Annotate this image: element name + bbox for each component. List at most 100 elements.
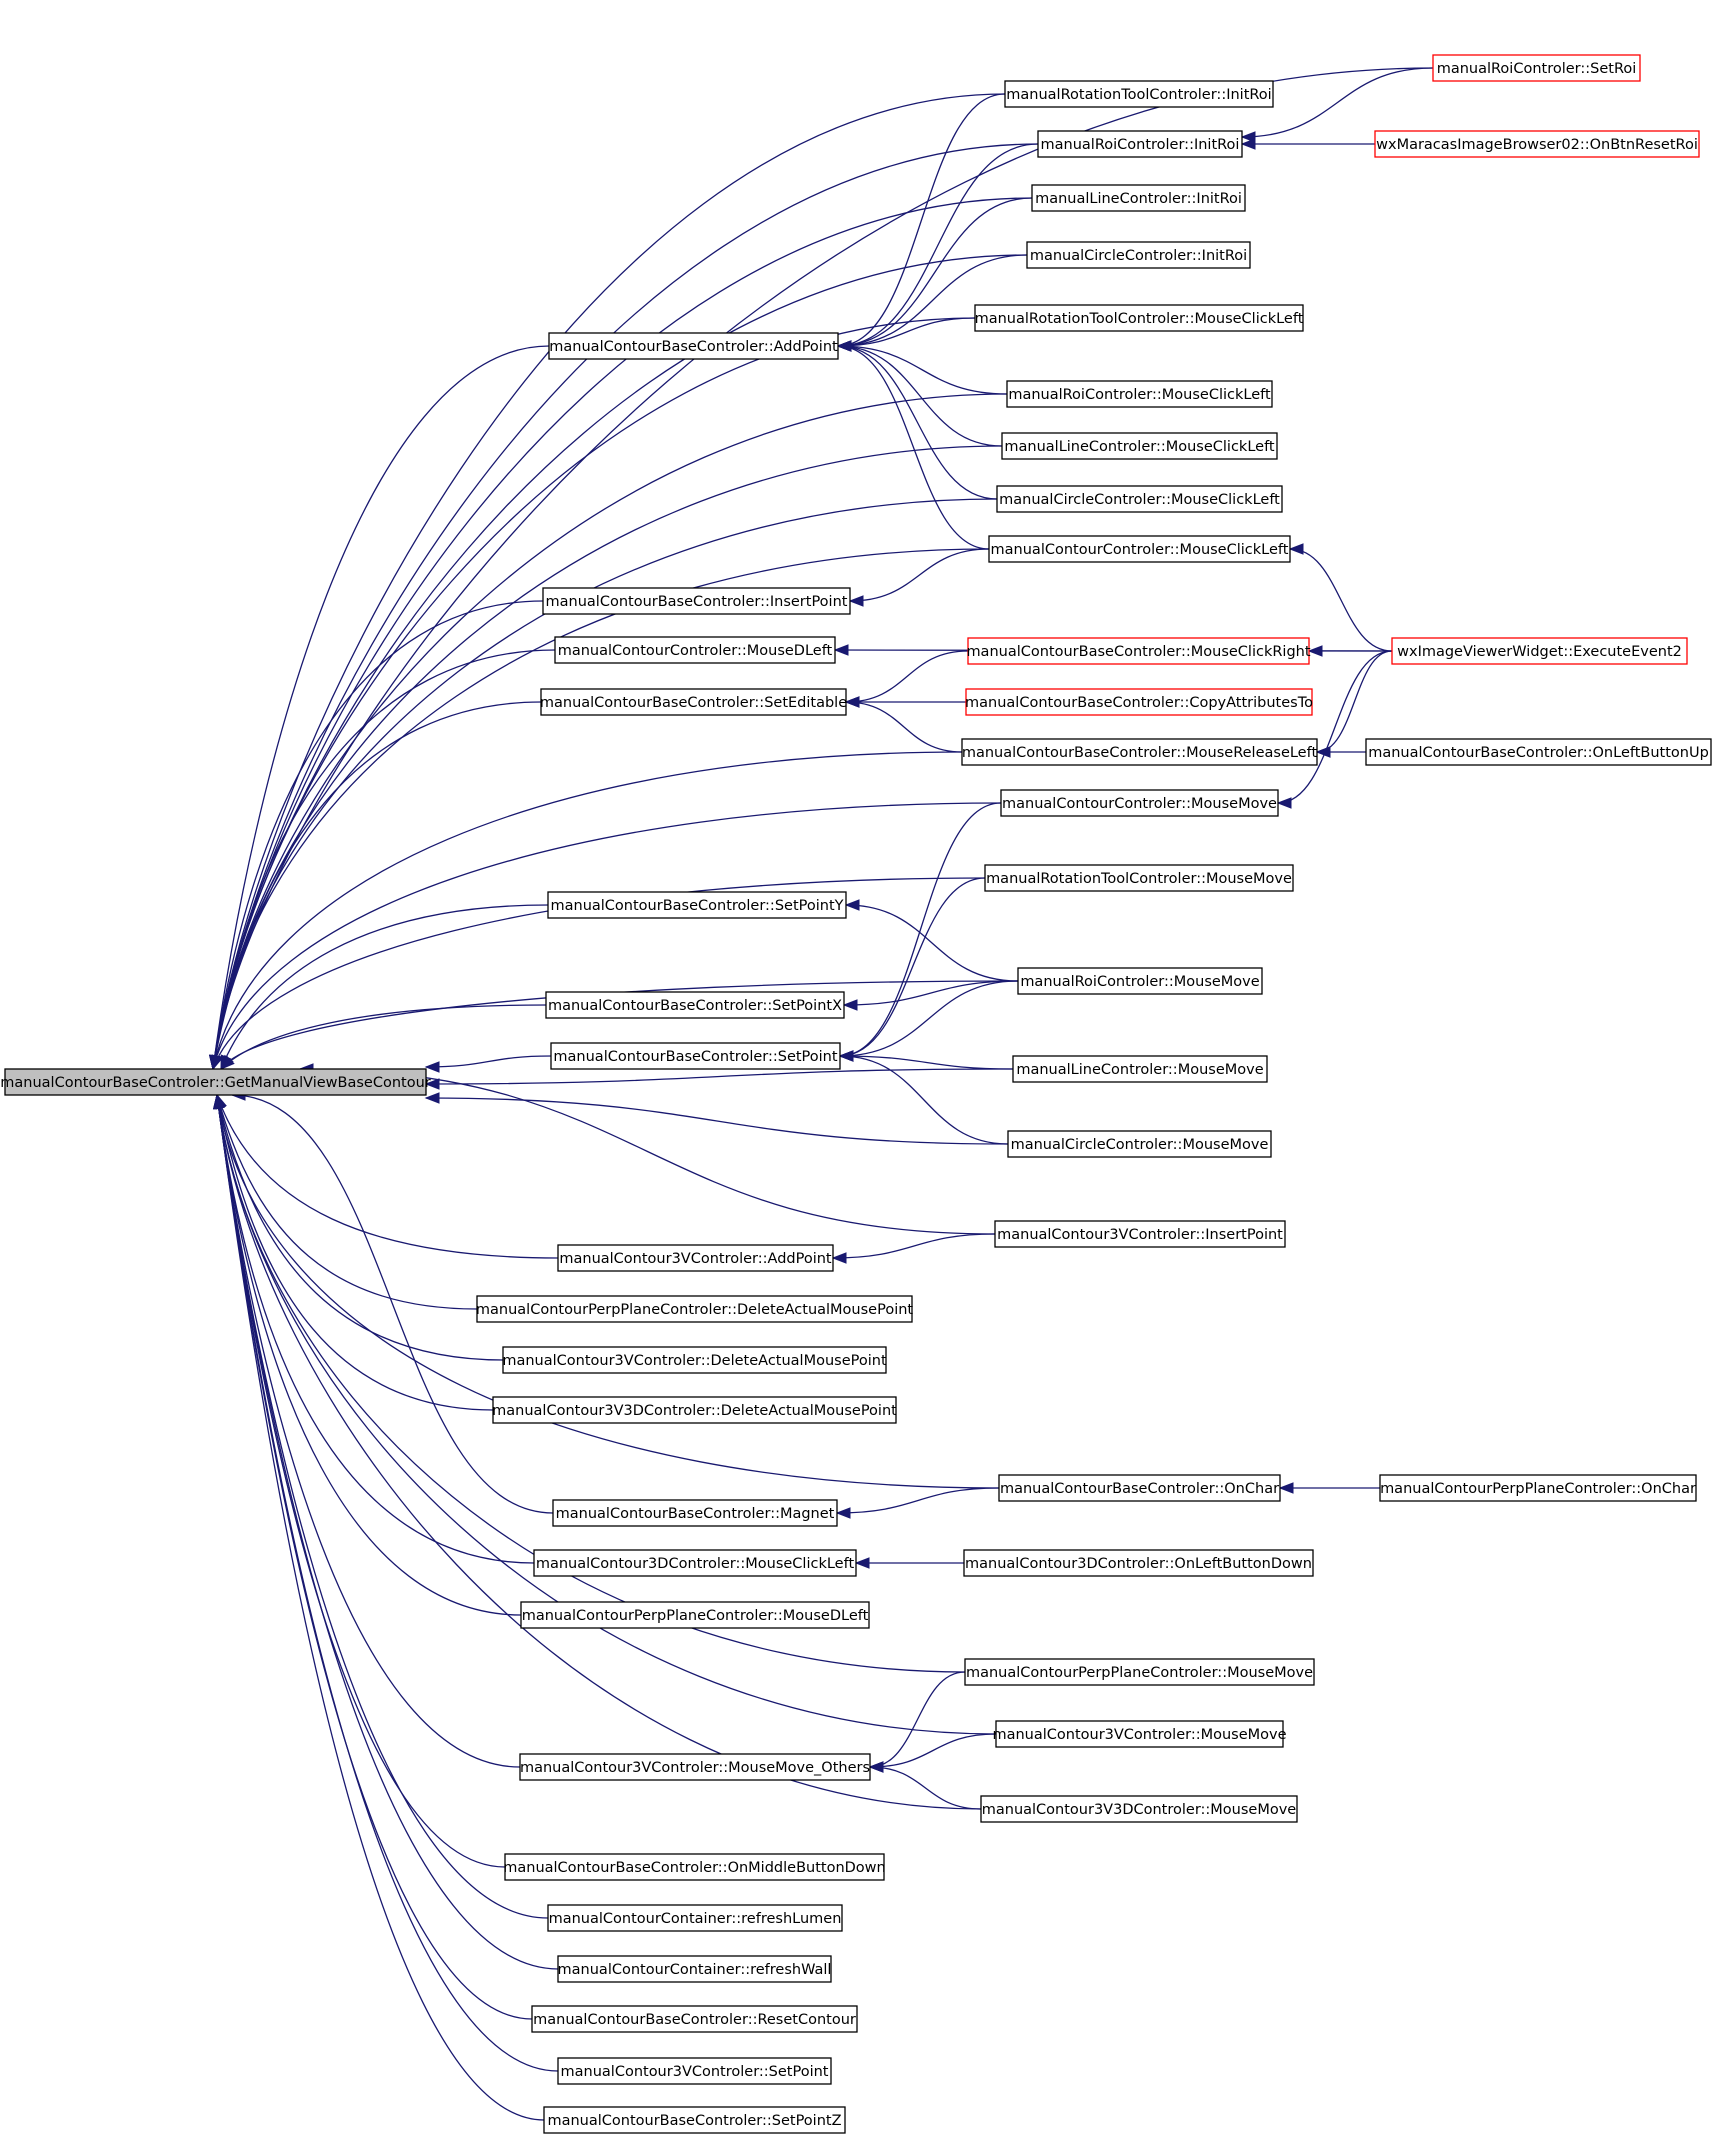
node-box[interactable] bbox=[557, 2057, 832, 2085]
node-c3vDAMP[interactable]: manualContour3VControler::DeleteActualMo… bbox=[502, 1346, 887, 1374]
node-onChar[interactable]: manualContourBaseControler::OnChar bbox=[998, 1474, 1281, 1502]
node-box[interactable] bbox=[548, 332, 839, 360]
node-box[interactable] bbox=[504, 1853, 885, 1881]
node-box[interactable] bbox=[1006, 380, 1273, 408]
node-root[interactable]: manualContourBaseControler::GetManualVie… bbox=[0, 1068, 431, 1096]
node-box[interactable] bbox=[4, 1068, 427, 1096]
node-box[interactable] bbox=[996, 485, 1283, 513]
node-box[interactable] bbox=[963, 1549, 1314, 1577]
node-box[interactable] bbox=[540, 688, 847, 716]
node-wxReset[interactable]: wxMaracasImageBrowser02::OnBtnResetRoi bbox=[1374, 130, 1700, 158]
node-box[interactable] bbox=[476, 1295, 913, 1323]
node-box[interactable] bbox=[988, 535, 1291, 563]
node-refreshWall[interactable]: manualContourContainer::refreshWall bbox=[557, 1955, 832, 1983]
node-box[interactable] bbox=[961, 738, 1318, 766]
node-rotInit[interactable]: manualRotationToolControler::InitRoi bbox=[1004, 80, 1274, 108]
node-setPoint[interactable]: manualContourBaseControler::SetPoint bbox=[550, 1042, 841, 1070]
node-box[interactable] bbox=[520, 1601, 870, 1629]
node-ppMM[interactable]: manualContourPerpPlaneControler::MouseMo… bbox=[964, 1658, 1315, 1686]
node-box[interactable] bbox=[554, 636, 836, 664]
node-circInit[interactable]: manualCircleControler::InitRoi bbox=[1026, 241, 1251, 269]
node-box[interactable] bbox=[1007, 1130, 1272, 1158]
node-box[interactable] bbox=[1026, 241, 1251, 269]
node-box[interactable] bbox=[547, 891, 847, 919]
node-box[interactable] bbox=[550, 1042, 841, 1070]
node-rotMCL[interactable]: manualRotationToolControler::MouseClickL… bbox=[974, 304, 1304, 332]
node-box[interactable] bbox=[557, 1244, 834, 1272]
node-box[interactable] bbox=[1379, 1474, 1697, 1502]
node-box[interactable] bbox=[547, 1904, 843, 1932]
node-box[interactable] bbox=[502, 1346, 887, 1374]
node-copyAttr[interactable]: manualContourBaseControler::CopyAttribut… bbox=[965, 688, 1313, 716]
node-c3vIns[interactable]: manualContour3VControler::InsertPoint bbox=[994, 1220, 1286, 1248]
node-box[interactable] bbox=[1374, 130, 1700, 158]
node-box[interactable] bbox=[531, 2005, 858, 2033]
node-mcr[interactable]: manualContourBaseControler::MouseClickRi… bbox=[966, 637, 1311, 665]
node-setPointY[interactable]: manualContourBaseControler::SetPointY bbox=[547, 891, 847, 919]
node-box[interactable] bbox=[1012, 1055, 1268, 1083]
node-mmOthers[interactable]: manualContour3VControler::MouseMove_Othe… bbox=[519, 1753, 871, 1781]
node-box[interactable] bbox=[557, 1955, 832, 1983]
node-mouseDLeft[interactable]: manualContourControler::MouseDLeft bbox=[554, 636, 836, 664]
node-lineMCL[interactable]: manualLineControler::MouseClickLeft bbox=[1001, 432, 1278, 460]
node-box[interactable] bbox=[994, 1220, 1286, 1248]
node-ppDAMP[interactable]: manualContourPerpPlaneControler::DeleteA… bbox=[476, 1295, 914, 1323]
node-box[interactable] bbox=[533, 1549, 857, 1577]
node-box[interactable] bbox=[1031, 184, 1246, 212]
node-c3v3dDAMP[interactable]: manualContour3V3DControler::DeleteActual… bbox=[492, 1396, 897, 1424]
node-box[interactable] bbox=[1365, 738, 1712, 766]
node-box[interactable] bbox=[998, 1474, 1281, 1502]
node-contMM[interactable]: manualContourControler::MouseMove bbox=[1000, 789, 1279, 817]
node-box[interactable] bbox=[552, 1499, 838, 1527]
node-roiSetRoi[interactable]: manualRoiControler::SetRoi bbox=[1432, 54, 1641, 82]
node-box[interactable] bbox=[967, 637, 1310, 665]
node-c3dMCL[interactable]: manualContour3DControler::MouseClickLeft bbox=[533, 1549, 857, 1577]
node-box[interactable] bbox=[543, 2106, 846, 2134]
node-c3dOLBD[interactable]: manualContour3DControler::OnLeftButtonDo… bbox=[963, 1549, 1314, 1577]
node-c3vSetPoint[interactable]: manualContour3VControler::SetPoint bbox=[557, 2057, 832, 2085]
node-lineMM[interactable]: manualLineControler::MouseMove bbox=[1012, 1055, 1268, 1083]
node-box[interactable] bbox=[965, 688, 1313, 716]
node-contMCL[interactable]: manualContourControler::MouseClickLeft bbox=[988, 535, 1291, 563]
node-box[interactable] bbox=[1000, 789, 1279, 817]
node-resetContour[interactable]: manualContourBaseControler::ResetContour bbox=[531, 2005, 858, 2033]
node-roiInit[interactable]: manualRoiControler::InitRoi bbox=[1037, 130, 1243, 158]
node-c3vAdd[interactable]: manualContour3VControler::AddPoint bbox=[557, 1244, 834, 1272]
node-box[interactable] bbox=[1037, 130, 1243, 158]
node-c3vMM[interactable]: manualContour3VControler::MouseMove bbox=[992, 1720, 1287, 1748]
node-omb[interactable]: manualContourBaseControler::OnMiddleButt… bbox=[503, 1853, 886, 1881]
node-box[interactable] bbox=[980, 1795, 1298, 1823]
node-box[interactable] bbox=[1391, 637, 1688, 665]
node-roiMCL[interactable]: manualRoiControler::MouseClickLeft bbox=[1006, 380, 1273, 408]
node-magnet[interactable]: manualContourBaseControler::Magnet bbox=[552, 1499, 838, 1527]
node-box[interactable] bbox=[1017, 967, 1263, 995]
node-addPoint[interactable]: manualContourBaseControler::AddPoint bbox=[548, 332, 839, 360]
node-rotMM[interactable]: manualRotationToolControler::MouseMove bbox=[984, 864, 1294, 892]
node-circMCL[interactable]: manualCircleControler::MouseClickLeft bbox=[996, 485, 1283, 513]
node-box[interactable] bbox=[1004, 80, 1274, 108]
node-box[interactable] bbox=[545, 991, 845, 1019]
node-ppMDL[interactable]: manualContourPerpPlaneControler::MouseDL… bbox=[520, 1601, 870, 1629]
node-mrl[interactable]: manualContourBaseControler::MouseRelease… bbox=[961, 738, 1318, 766]
node-lineInit[interactable]: manualLineControler::InitRoi bbox=[1031, 184, 1246, 212]
node-olbu[interactable]: manualContourBaseControler::OnLeftButton… bbox=[1365, 738, 1712, 766]
node-insertPoint[interactable]: manualContourBaseControler::InsertPoint bbox=[542, 587, 851, 615]
node-circMM[interactable]: manualCircleControler::MouseMove bbox=[1007, 1130, 1272, 1158]
node-setPointX[interactable]: manualContourBaseControler::SetPointX bbox=[545, 991, 845, 1019]
node-box[interactable] bbox=[964, 1658, 1315, 1686]
node-setEditable[interactable]: manualContourBaseControler::SetEditable bbox=[540, 688, 847, 716]
node-refreshLumen[interactable]: manualContourContainer::refreshLumen bbox=[547, 1904, 843, 1932]
node-wxExec[interactable]: wxImageViewerWidget::ExecuteEvent2 bbox=[1391, 637, 1688, 665]
node-roiMM[interactable]: manualRoiControler::MouseMove bbox=[1017, 967, 1263, 995]
node-setPointZ[interactable]: manualContourBaseControler::SetPointZ bbox=[543, 2106, 846, 2134]
node-box[interactable] bbox=[995, 1720, 1284, 1748]
node-box[interactable] bbox=[974, 304, 1304, 332]
node-ppOnChar[interactable]: manualContourPerpPlaneControler::OnChar bbox=[1379, 1474, 1697, 1502]
node-box[interactable] bbox=[1432, 54, 1641, 82]
node-c3v3dMM[interactable]: manualContour3V3DControler::MouseMove bbox=[980, 1795, 1298, 1823]
node-box[interactable] bbox=[1001, 432, 1278, 460]
node-box[interactable] bbox=[519, 1753, 871, 1781]
node-box[interactable] bbox=[492, 1396, 897, 1424]
node-box[interactable] bbox=[984, 864, 1294, 892]
node-box[interactable] bbox=[542, 587, 851, 615]
